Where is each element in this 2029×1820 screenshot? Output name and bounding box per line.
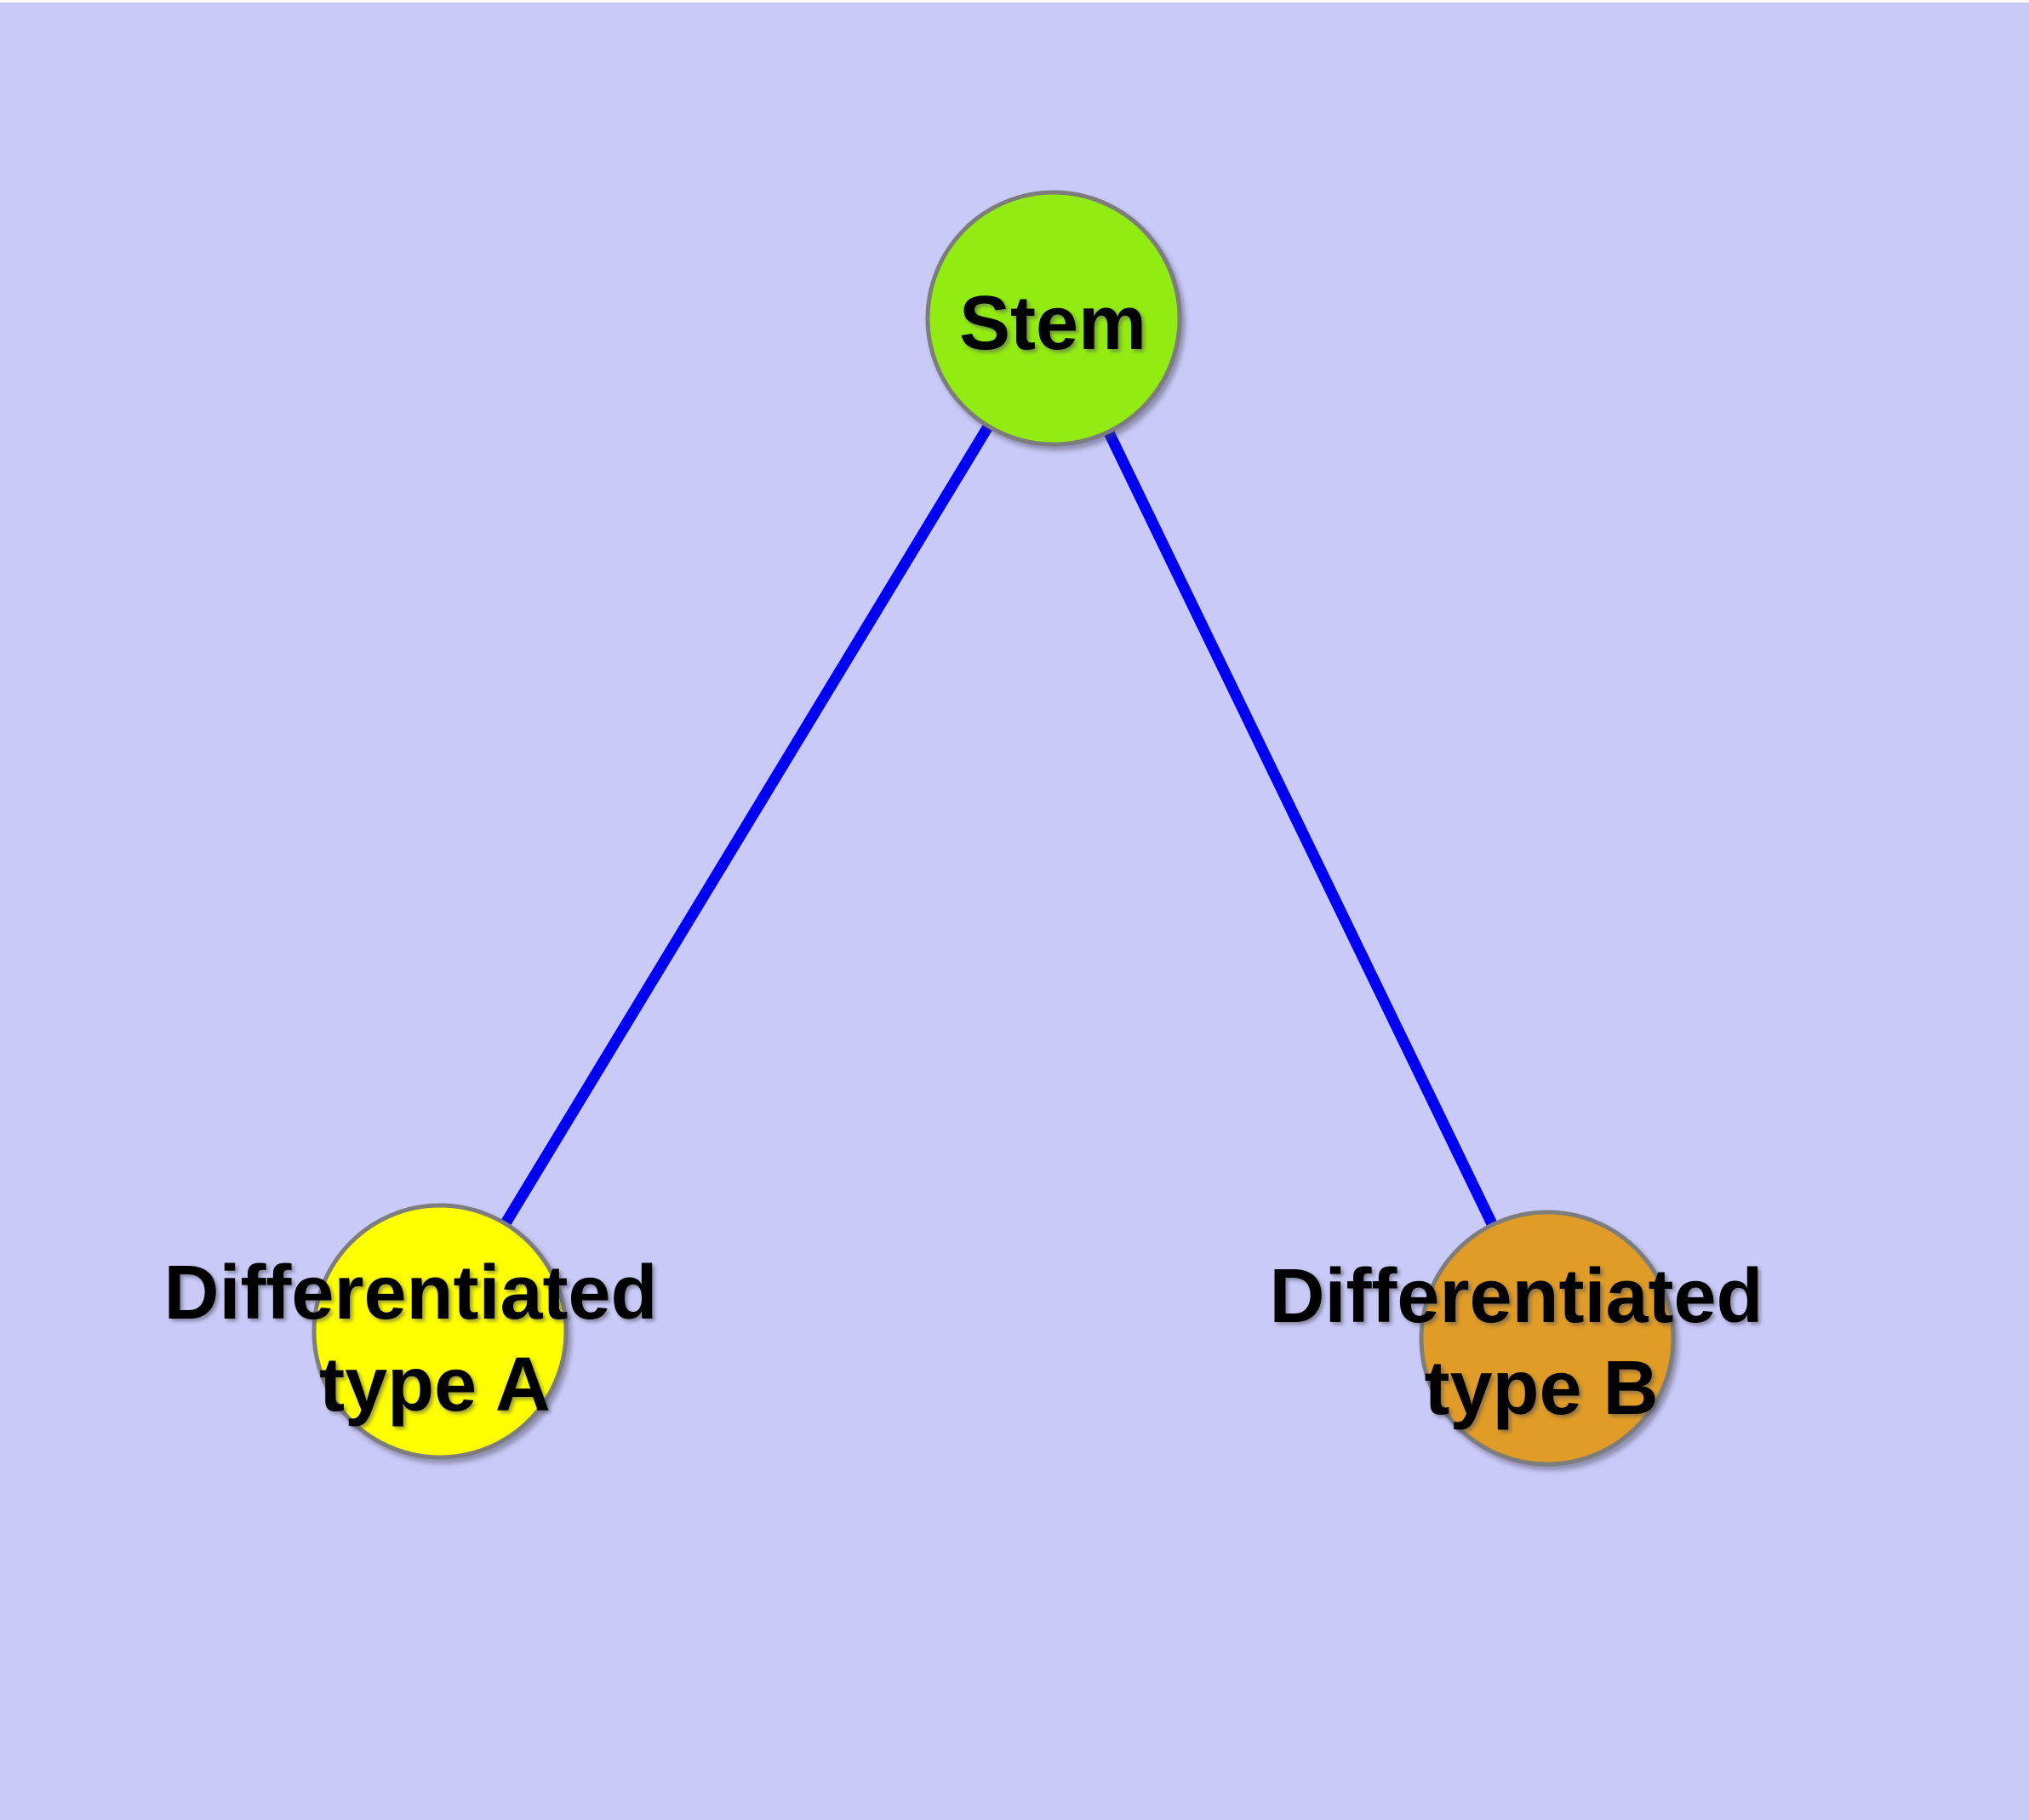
top-strip	[0, 0, 2029, 3]
node-stem	[925, 190, 1182, 447]
node-differentiated-type-b-label-line1: Differentiated	[1269, 1254, 1763, 1339]
node-differentiated-type-b	[1419, 1210, 1676, 1467]
node-differentiated-type-b-label-line2: type B	[1424, 1346, 1658, 1431]
node-stem-label: Stem	[959, 281, 1146, 366]
node-differentiated-type-a-label: Differentiated type A	[163, 1251, 678, 1428]
node-differentiated-type-a-label-line1: Differentiated	[163, 1251, 657, 1336]
edge-stem-to-type-b	[1049, 316, 1552, 1341]
node-differentiated-type-b-label: Differentiated type B	[1269, 1254, 1784, 1431]
node-differentiated-type-a-label-line2: type A	[319, 1342, 551, 1428]
node-differentiated-type-a	[311, 1203, 569, 1460]
edge-stem-to-type-a	[435, 315, 1059, 1335]
